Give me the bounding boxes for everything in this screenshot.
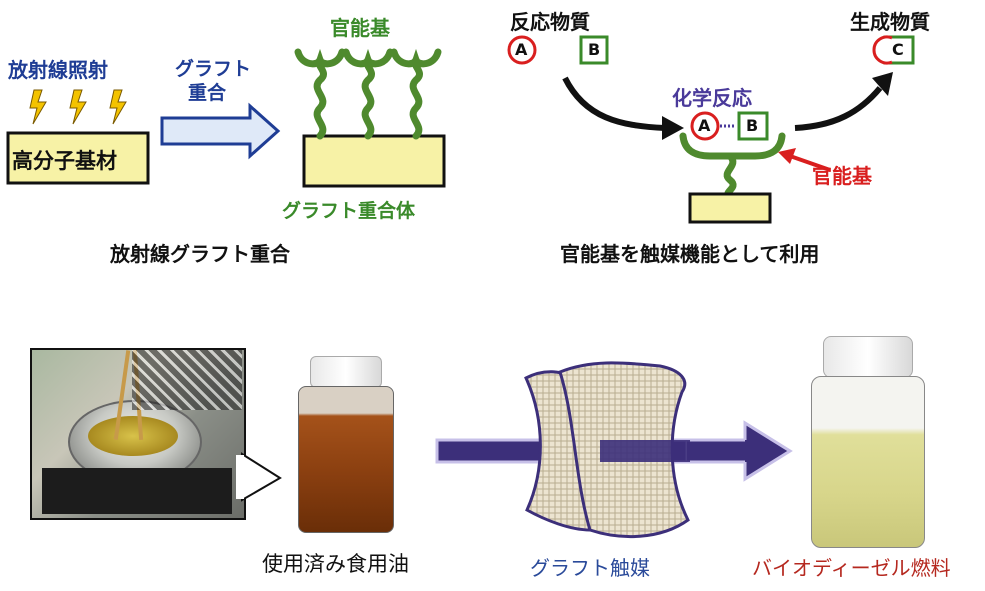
text-background [132, 350, 242, 410]
reaction-label: 化学反応 [672, 86, 752, 110]
reactant-a-circle [507, 35, 537, 65]
process-arrow-head [687, 420, 793, 482]
catalyst-caption: 官能基を触媒機能として利用 [560, 242, 820, 266]
jar-cap [823, 336, 913, 378]
used-oil-jar [290, 356, 400, 536]
product-c-circle [872, 35, 893, 65]
lightning-icon [109, 89, 127, 125]
jar-body [298, 386, 394, 533]
reaction-arrow-in [562, 76, 666, 131]
graft-polymer-substrate [302, 134, 446, 188]
product-c-text: C [892, 40, 904, 59]
product-label: 生成物質 [850, 10, 930, 34]
graft-arrow [160, 102, 281, 160]
graft-caption: 放射線グラフト重合 [110, 242, 290, 266]
catalyst-caption-bottom: グラフト触媒 [530, 556, 650, 580]
functional-group-pointer [789, 154, 831, 172]
lightning-icon [29, 89, 47, 125]
lightning-icon [69, 89, 87, 125]
graft-arrow-label-2: 重合 [188, 82, 227, 104]
bound-b-box [737, 111, 769, 141]
photo-pointer [241, 452, 282, 502]
functional-group-label-top: 官能基 [330, 16, 390, 40]
functional-group-label-right: 官能基 [812, 164, 872, 188]
bound-a-text: A [698, 116, 711, 135]
graft-polymer-label: グラフト重合体 [282, 200, 416, 222]
fuel-caption: バイオディーゼル燃料 [752, 556, 951, 580]
used-oil-caption: 使用済み食用油 [262, 552, 409, 576]
catalyst-chain [723, 152, 737, 200]
bound-a-circle [690, 111, 720, 141]
reactant-b-text: B [588, 40, 601, 59]
graft-chains [294, 48, 442, 140]
catalyst-substrate [688, 192, 772, 224]
jar-cap [310, 356, 382, 388]
radiation-label: 放射線照射 [8, 58, 108, 82]
bound-b-text: B [746, 116, 759, 135]
stove [42, 468, 232, 514]
biodiesel-jar [805, 336, 930, 548]
reaction-arrow-out [794, 86, 883, 131]
substrate-box [6, 131, 150, 185]
reactant-b-box [579, 35, 609, 65]
jar-body [811, 376, 925, 548]
reactant-a-text: A [515, 40, 528, 59]
graft-arrow-label-1: グラフト [175, 58, 252, 80]
pan-oil [88, 416, 178, 456]
substrate-label: 高分子基材 [12, 149, 117, 173]
reactants-label: 反応物質 [510, 10, 590, 34]
frying-pan-photo [30, 348, 246, 520]
